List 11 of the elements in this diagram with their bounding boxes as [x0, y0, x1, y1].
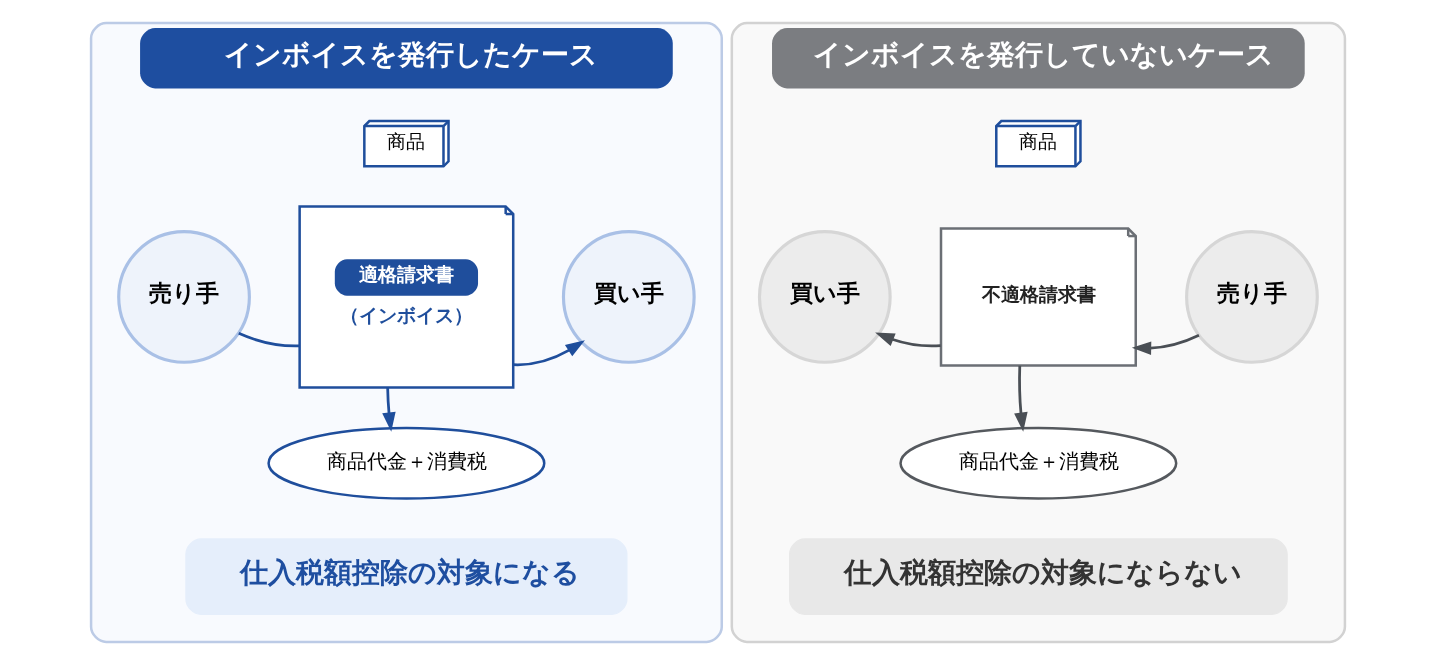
node-ellipse: 商品代金＋消費税: [266, 426, 545, 500]
node-circle: 売り手: [116, 230, 251, 364]
arrow: [1131, 334, 1200, 355]
arrow: [381, 387, 396, 432]
node-ellipse: 商品代金＋消費税: [898, 426, 1177, 500]
arrow: [1013, 365, 1028, 432]
connector: [237, 332, 299, 348]
node-circle: 買い手: [757, 230, 892, 364]
arrow: [512, 340, 585, 367]
node-circle: 売り手: [1184, 230, 1319, 364]
arrow: [874, 332, 941, 348]
